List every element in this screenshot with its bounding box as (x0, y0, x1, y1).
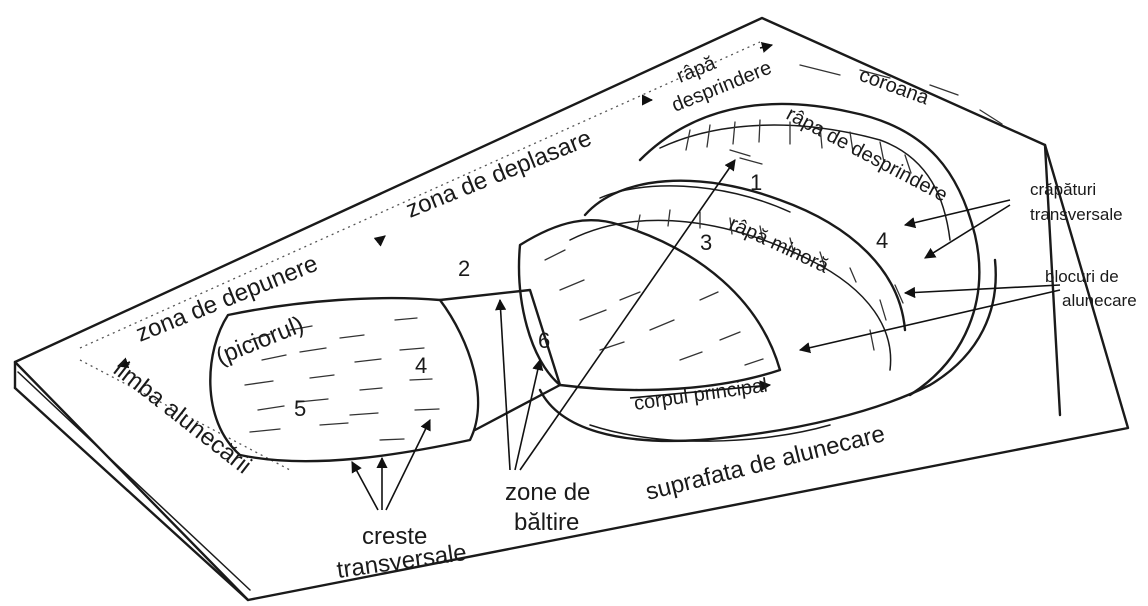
label-corpul-principal: corpul principal (633, 374, 769, 415)
marker-3: 3 (700, 230, 712, 255)
marker-4-right: 4 (876, 228, 888, 253)
callout-blocuri-line1: blocuri de (1045, 267, 1119, 286)
zone-label-piciorul: (piciorul) (212, 311, 307, 371)
marker-5: 5 (294, 396, 306, 421)
marker-4-left: 4 (415, 353, 427, 378)
label-rapa-minora: râpă minoră (726, 213, 833, 278)
label-rapa-de-desprindere: râpa de desprindere (783, 103, 951, 206)
terrain-hatching (245, 65, 1002, 440)
marker-6: 6 (538, 328, 550, 353)
callout-crapaturi-line1: crăpături (1030, 180, 1096, 199)
callout-crapaturi-line2: transversale (1030, 205, 1123, 224)
label-limba-alunecarii: limba alunecării (108, 355, 256, 479)
callout-blocuri-line2: alunecare (1062, 291, 1137, 310)
zone-labels: râpă desprindere zona de deplasare zona … (132, 52, 775, 371)
callout-zone-line2: băltire (514, 509, 579, 536)
marker-2: 2 (458, 256, 470, 281)
callout-zone-line1: zone de (505, 479, 590, 506)
label-coroana: coroana (856, 64, 932, 110)
marker-1: 1 (750, 170, 762, 195)
